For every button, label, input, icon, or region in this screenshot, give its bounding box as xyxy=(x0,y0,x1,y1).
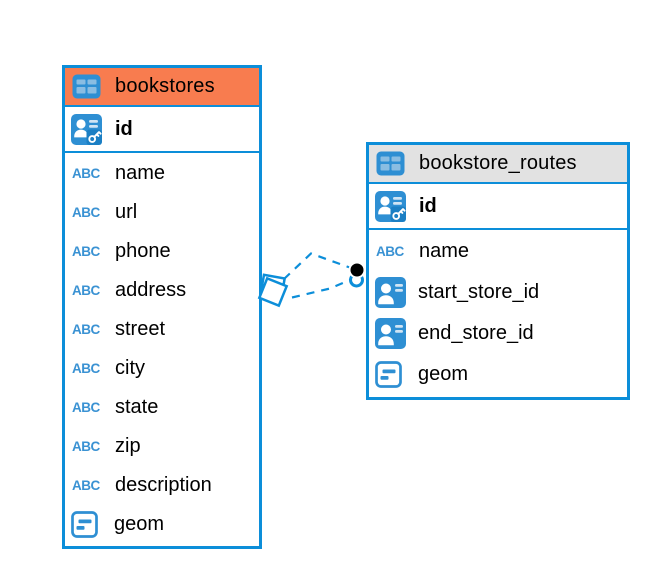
relationship-endpoint-dot[interactable] xyxy=(348,261,366,279)
column-row[interactable]: ABC name xyxy=(65,154,259,193)
text-type-icon: ABC xyxy=(72,165,100,181)
text-type-icon: ABC xyxy=(72,477,100,493)
column-row[interactable]: ABC phone xyxy=(65,232,259,271)
column-row[interactable]: start_store_id xyxy=(369,272,627,313)
text-type-icon: ABC xyxy=(72,360,100,376)
text-type-icon: ABC xyxy=(72,282,100,298)
table-title: bookstore_routes xyxy=(419,152,577,174)
column-row[interactable]: geom xyxy=(65,505,259,544)
text-type-icon: ABC xyxy=(72,321,100,337)
table-title: bookstores xyxy=(115,75,215,97)
text-type-icon: ABC xyxy=(72,438,100,454)
column-row[interactable]: ABC name xyxy=(369,231,627,272)
table-icon xyxy=(376,149,410,179)
text-type-icon: ABC xyxy=(72,204,100,220)
column-row[interactable]: ABC city xyxy=(65,349,259,388)
foreign-key-icon xyxy=(375,318,409,349)
text-type-icon: ABC xyxy=(72,243,100,259)
text-type-icon: ABC xyxy=(72,399,100,415)
primary-key-icon xyxy=(71,113,105,145)
column-row[interactable]: ABC street xyxy=(65,310,259,349)
primary-key-label: id xyxy=(419,194,437,217)
column-row-id[interactable]: id xyxy=(369,184,627,230)
column-row[interactable]: ABC description xyxy=(65,466,259,505)
columns-list: ABC name start_store_id xyxy=(369,230,627,397)
geometry-type-icon xyxy=(71,510,105,540)
relationship-source-handle[interactable] xyxy=(257,273,289,308)
geometry-type-icon xyxy=(375,360,409,390)
text-type-icon: ABC xyxy=(376,243,404,259)
column-row[interactable]: ABC url xyxy=(65,193,259,232)
primary-key-label: id xyxy=(115,117,133,140)
table-header-bookstores[interactable]: bookstores xyxy=(65,68,259,107)
columns-list: ABC name ABC url ABC phone ABC address A… xyxy=(65,153,259,546)
foreign-key-icon xyxy=(375,277,409,308)
primary-key-icon xyxy=(375,190,409,222)
column-row[interactable]: ABC state xyxy=(65,388,259,427)
column-row-id[interactable]: id xyxy=(65,107,259,153)
table-node-bookstore-routes[interactable]: bookstore_routes id ABC name xyxy=(366,142,630,400)
column-row[interactable]: geom xyxy=(369,354,627,395)
relationship-endpoint-ring[interactable] xyxy=(349,272,364,288)
column-row[interactable]: ABC address xyxy=(65,271,259,310)
column-row[interactable]: end_store_id xyxy=(369,313,627,354)
table-node-bookstores[interactable]: bookstores id ABC name xyxy=(62,65,262,549)
table-header-bookstore-routes[interactable]: bookstore_routes xyxy=(369,145,627,184)
table-icon xyxy=(72,72,106,102)
relationship-line-end-store[interactable] xyxy=(291,278,352,299)
column-row[interactable]: ABC zip xyxy=(65,427,259,466)
relationship-line-start-store[interactable] xyxy=(283,252,352,280)
